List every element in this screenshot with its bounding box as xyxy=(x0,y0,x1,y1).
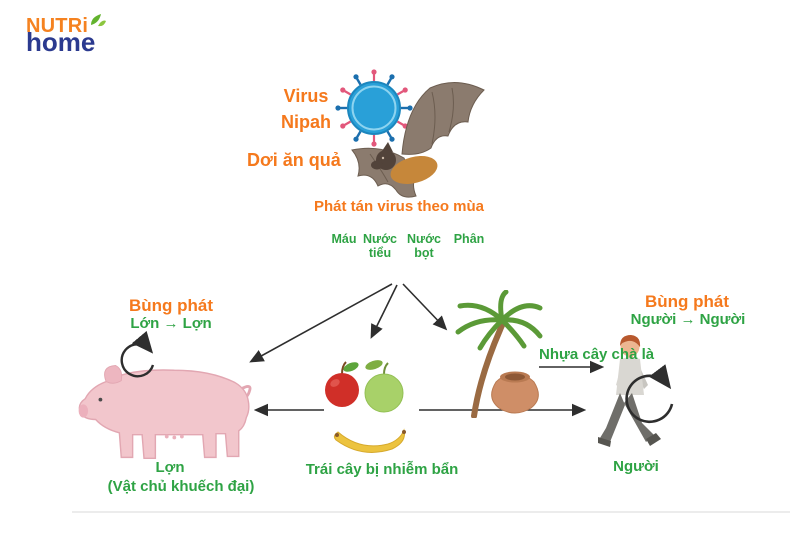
human-outbreak-cycle: Người → Người xyxy=(630,311,746,328)
apple-icon xyxy=(325,361,359,407)
virus-label-line2: Nipah xyxy=(280,112,332,132)
virus-label-line1: Virus xyxy=(283,86,329,106)
virus-icon xyxy=(335,69,413,147)
droplet-feces: Phân xyxy=(441,224,497,246)
droplet-label: Nước tiểu xyxy=(363,232,397,260)
arrow-droplets-to-pig xyxy=(249,283,393,363)
droplet-urine: Nước tiểu xyxy=(352,224,408,260)
droplet-blood: Máu xyxy=(316,224,372,246)
leaf-icon xyxy=(91,14,107,27)
virus-nipah-label: Virus Nipah xyxy=(281,83,331,135)
pig-cycle-arrow-icon xyxy=(120,330,155,378)
human-cycle-arrow-icon xyxy=(625,364,674,424)
human-name-label: Người xyxy=(613,458,659,475)
logo-text-bottom: home xyxy=(26,27,96,57)
palm-tree-icon xyxy=(455,290,543,418)
fruit-bat-label: Dơi ăn quả xyxy=(247,150,341,170)
droplet-label: Phân xyxy=(453,232,485,246)
arrow-droplets-to-fruit xyxy=(370,284,398,339)
footer-divider xyxy=(72,511,790,513)
clay-pot-icon xyxy=(491,371,539,414)
pig-outbreak-title: Bùng phát xyxy=(128,296,214,315)
fruits-icon xyxy=(325,360,406,453)
pig-outbreak-cycle: Lớn → Lợn xyxy=(130,315,212,332)
pig-name-label: Lợn xyxy=(155,459,185,476)
banana-icon xyxy=(333,428,406,453)
green-apple-icon xyxy=(364,360,404,413)
arrow-droplets-to-palm xyxy=(402,283,448,331)
logo-text-top: NUTRi xyxy=(26,15,89,37)
human-outbreak-title: Bùng phát xyxy=(644,292,730,311)
pig-role-label: (Vật chủ khuếch đại) xyxy=(107,478,255,495)
contaminated-fruit-label: Trái cây bị nhiễm bẩn xyxy=(305,461,459,478)
droplet-label: Nước bọt xyxy=(407,232,441,260)
seasonal-spread-heading: Phát tán virus theo mùa xyxy=(313,198,485,215)
fruit-bat-icon xyxy=(351,82,485,198)
palm-sap-label: Nhựa cây chà là xyxy=(539,346,655,363)
nutrihome-logo: NUTRi home xyxy=(26,14,107,57)
droplet-label: Máu xyxy=(331,232,357,246)
droplet-saliva: Nước bọt xyxy=(396,224,452,260)
pig-icon xyxy=(78,365,252,460)
